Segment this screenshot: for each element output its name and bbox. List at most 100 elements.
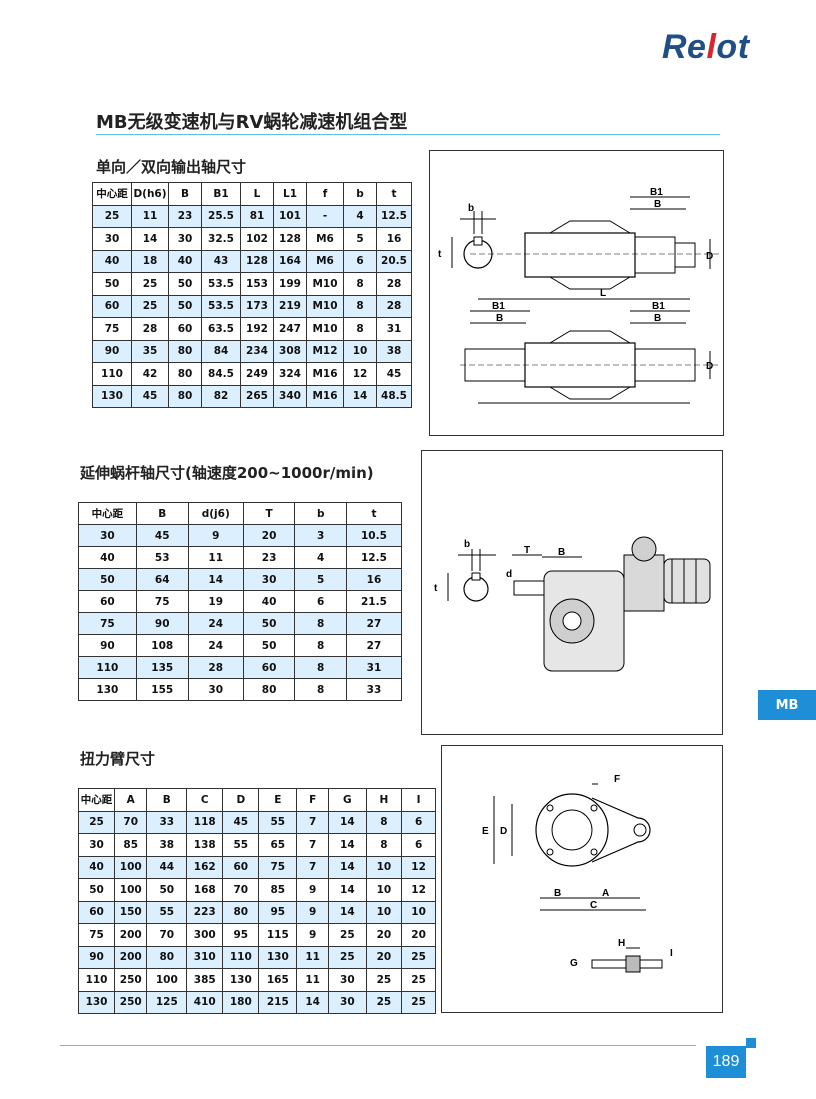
label-E: E bbox=[482, 826, 489, 837]
table-cell: 25 bbox=[401, 945, 436, 969]
table-cell: 50 bbox=[78, 568, 137, 591]
table-cell: 30 bbox=[92, 227, 132, 251]
table-cell: 173 bbox=[240, 294, 274, 318]
table-cell: 14 bbox=[131, 227, 169, 251]
column-header: d(j6) bbox=[187, 502, 244, 525]
table-cell: 128 bbox=[240, 249, 274, 273]
bolt-hole bbox=[590, 848, 598, 856]
table-cell: 6 bbox=[401, 833, 436, 857]
table-cell: 5 bbox=[294, 568, 347, 591]
table-cell: 12 bbox=[401, 878, 436, 902]
footer-divider bbox=[60, 1045, 696, 1046]
table-cell: 162 bbox=[186, 855, 224, 879]
table-cell: 250 bbox=[114, 990, 148, 1014]
column-header: T bbox=[242, 502, 296, 525]
table-cell: 155 bbox=[135, 678, 189, 701]
table-cell: 40 bbox=[78, 546, 137, 569]
table-cell: 90 bbox=[77, 945, 116, 969]
table-cell: 7 bbox=[296, 810, 330, 834]
table-cell: 10.5 bbox=[345, 524, 403, 547]
column-header: L1 bbox=[273, 182, 307, 206]
table-cell: 55 bbox=[222, 833, 260, 857]
table-cell: 308 bbox=[273, 339, 307, 363]
table-cell: 8 bbox=[343, 272, 377, 296]
table-cell: 18 bbox=[131, 249, 169, 273]
table-cell: 14 bbox=[296, 990, 330, 1014]
table-cell: 84.5 bbox=[201, 362, 241, 386]
table-cell: 16 bbox=[345, 568, 403, 591]
table-cell: 50 bbox=[242, 612, 296, 635]
table-cell: 75 bbox=[135, 590, 189, 613]
hub-profile bbox=[549, 220, 631, 234]
table-cell: 70 bbox=[146, 923, 188, 947]
table-cell: 75 bbox=[78, 612, 137, 635]
table-cell: 25 bbox=[131, 294, 169, 318]
page-number: 189 bbox=[706, 1046, 746, 1078]
label-B1-right: B1 bbox=[652, 301, 665, 312]
table-cell: 130 bbox=[258, 945, 298, 969]
label-I: I bbox=[670, 948, 673, 959]
column-header: 中心距 bbox=[92, 182, 132, 206]
table-cell: 95 bbox=[222, 923, 260, 947]
table-cell: 101 bbox=[273, 204, 307, 228]
table-cell: 45 bbox=[135, 524, 189, 547]
column-header: b bbox=[294, 502, 347, 525]
table-cell: 80 bbox=[222, 900, 260, 924]
table-cell: 8 bbox=[365, 810, 403, 834]
label-G: G bbox=[570, 958, 578, 969]
table-cell: 80 bbox=[146, 945, 188, 969]
table-cell: 25 bbox=[92, 204, 132, 228]
label-B: B bbox=[554, 888, 561, 899]
table-cell: 11 bbox=[187, 546, 244, 569]
table-cell: 19 bbox=[187, 590, 244, 613]
table-cell: 80 bbox=[168, 362, 202, 386]
keyway-slot bbox=[471, 572, 481, 581]
logo-part-3: ot bbox=[716, 28, 750, 66]
shaft-end bbox=[634, 236, 676, 274]
table-cell: 14 bbox=[328, 900, 367, 924]
table-cell: 30 bbox=[187, 678, 244, 701]
bushing-side bbox=[625, 955, 641, 973]
table-cell: 25 bbox=[77, 810, 116, 834]
table-cell: 60 bbox=[77, 900, 116, 924]
table-cell: 90 bbox=[92, 339, 132, 363]
table-cell: 25 bbox=[131, 272, 169, 296]
table-cell: 28 bbox=[376, 272, 412, 296]
table-cell: 110 bbox=[78, 656, 137, 679]
label-L: L bbox=[600, 288, 606, 299]
label-D: D bbox=[500, 826, 507, 837]
table-cell: 53.5 bbox=[201, 272, 241, 296]
table-cell: - bbox=[306, 204, 344, 228]
table-cell: 24 bbox=[187, 612, 244, 635]
column-header: F bbox=[296, 788, 330, 812]
table-cell: 50 bbox=[146, 878, 188, 902]
label-C: C bbox=[590, 900, 597, 911]
table-cell: 8 bbox=[343, 317, 377, 341]
table-cell: 9 bbox=[296, 900, 330, 924]
label-F: F bbox=[614, 774, 620, 785]
column-header: t bbox=[345, 502, 403, 525]
section-tab-mb: MB bbox=[758, 690, 816, 720]
table-cell: 234 bbox=[240, 339, 274, 363]
table-cell: 60 bbox=[242, 656, 296, 679]
worm-shaft-svg: b t T B d bbox=[434, 536, 711, 672]
column-header: G bbox=[328, 788, 367, 812]
table-cell: 20 bbox=[365, 945, 403, 969]
table-cell: 12 bbox=[343, 362, 377, 386]
bolt-hole bbox=[546, 848, 554, 856]
table-cell: 95 bbox=[258, 900, 298, 924]
table-cell: 84 bbox=[201, 339, 241, 363]
label-D-bottom: D bbox=[706, 361, 713, 372]
table-cell: 310 bbox=[186, 945, 224, 969]
table-cell: 20 bbox=[242, 524, 296, 547]
table-cell: 30 bbox=[242, 568, 296, 591]
table-cell: 385 bbox=[186, 968, 224, 992]
table-cell: 80 bbox=[242, 678, 296, 701]
label-B1-top: B1 bbox=[650, 187, 663, 198]
table-cell: 85 bbox=[258, 878, 298, 902]
